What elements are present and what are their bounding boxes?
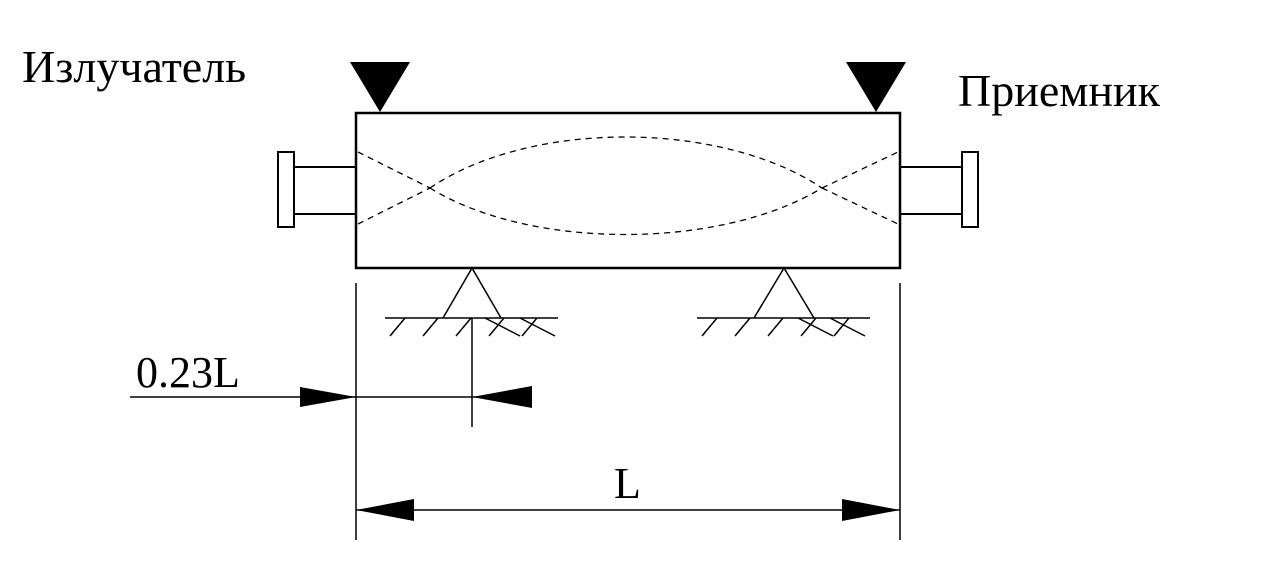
length-arrow-left-icon	[356, 499, 414, 521]
right-support	[697, 266, 870, 337]
left-flange	[277, 151, 356, 228]
emitter-marker-icon	[350, 62, 410, 112]
length-arrow-right-icon	[842, 499, 900, 521]
right-flange	[900, 151, 979, 228]
length-dimension-label: L	[614, 459, 641, 508]
receiver-marker-icon	[846, 62, 906, 112]
receiver-label: Приемник	[958, 65, 1161, 116]
pipe-body	[354, 111, 902, 270]
offset-arrow-left-icon	[472, 386, 532, 408]
emitter-label: Излучатель	[22, 41, 246, 92]
offset-dimension: 0.23L	[130, 348, 532, 408]
length-dimension: L	[356, 459, 900, 521]
beam-paths	[357, 136, 899, 236]
offset-arrow-right-icon	[300, 387, 356, 407]
offset-dimension-label: 0.23L	[136, 348, 240, 397]
